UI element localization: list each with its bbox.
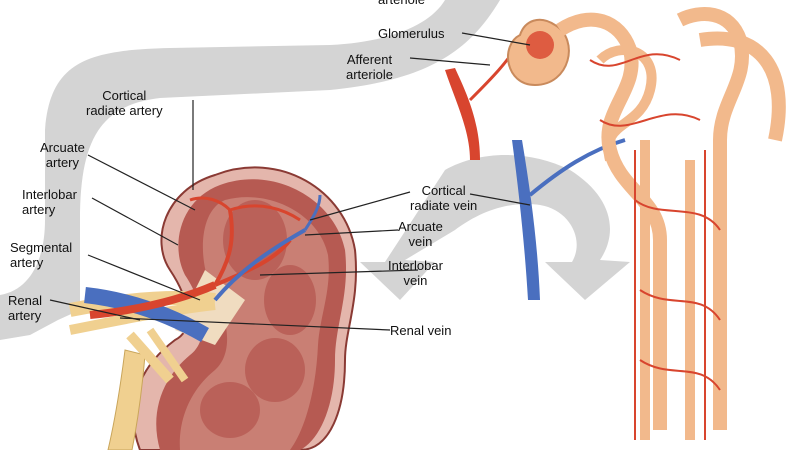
label-interlobar-artery-line1: Interlobar xyxy=(22,187,77,202)
nephron xyxy=(507,7,786,440)
cortical-radiate-vein-vessel xyxy=(512,140,540,300)
blood-flow-arrow-lower xyxy=(360,155,630,300)
label-cortical-artery-line1: Cortical xyxy=(102,88,147,103)
label-arcuate-artery: Arcuate artery xyxy=(40,140,85,170)
blood-flow-arrow xyxy=(0,0,500,340)
label-interlobar-artery: Interlobar artery xyxy=(22,187,77,217)
leader-lines xyxy=(49,32,531,331)
label-afferent-line1: Afferent xyxy=(346,52,393,67)
label-renal-artery-line2: artery xyxy=(8,308,42,323)
label-cortical-vein-line1: Cortical xyxy=(421,183,466,198)
label-arcuate-artery-line2: artery xyxy=(45,155,80,170)
label-cortical-vein-line2: radiate vein xyxy=(410,198,478,213)
label-afferent-arteriole: Afferent arteriole xyxy=(346,52,393,82)
label-afferent-line2: arteriole xyxy=(346,67,393,82)
label-renal-vein: Renal vein xyxy=(390,323,452,338)
kidney xyxy=(132,166,357,450)
label-cortical-radiate-artery: Cortical radiate artery xyxy=(86,88,163,118)
label-efferent-arteriole: arteriole xyxy=(378,0,425,7)
label-segmental-line1: Segmental xyxy=(10,240,73,255)
label-renal-artery-line1: Renal xyxy=(8,293,42,308)
label-segmental-line2: artery xyxy=(10,255,44,270)
label-interlobar-vein-line2: vein xyxy=(403,273,428,288)
afferent-arteriole-vessel xyxy=(445,68,480,160)
label-interlobar-artery-line2: artery xyxy=(22,202,56,217)
label-arcuate-artery-line1: Arcuate xyxy=(40,140,85,155)
label-segmental-artery: Segmental artery xyxy=(10,240,72,270)
label-arcuate-vein-line2: vein xyxy=(408,234,433,249)
renal-vessels xyxy=(68,194,322,384)
label-glomerulus: Glomerulus xyxy=(378,26,445,41)
label-interlobar-vein: Interlobar vein xyxy=(388,258,443,288)
label-arcuate-vein-line1: Arcuate xyxy=(398,219,443,234)
label-interlobar-vein-line1: Interlobar xyxy=(388,258,443,273)
label-renal-artery: Renal artery xyxy=(8,293,42,323)
label-arcuate-vein: Arcuate vein xyxy=(398,219,443,249)
label-cortical-radiate-vein: Cortical radiate vein xyxy=(410,183,477,213)
label-cortical-artery-line2: radiate artery xyxy=(86,103,163,118)
ureter xyxy=(107,349,146,450)
